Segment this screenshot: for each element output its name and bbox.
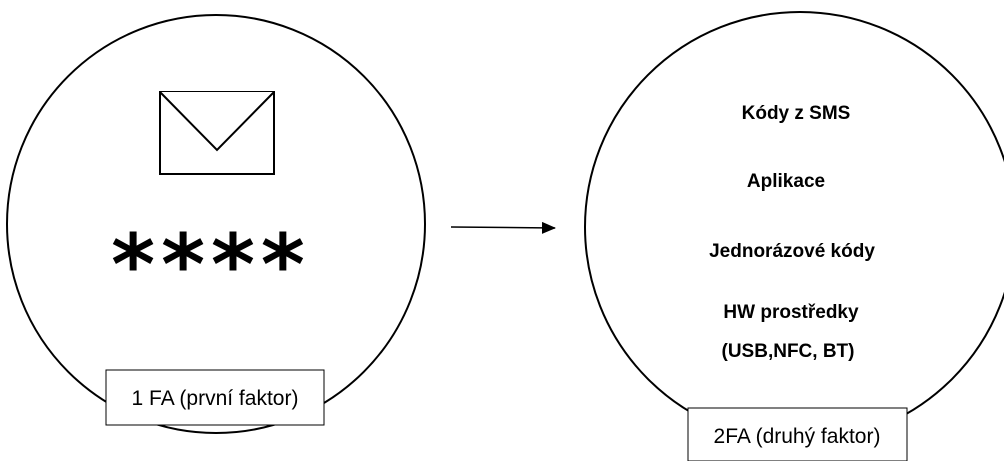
item-one-time-codes: Jednorázové kódy bbox=[709, 241, 875, 262]
item-hw-devices: HW prostředky bbox=[723, 302, 859, 323]
first-factor-group: **** 1 FA (první faktor) bbox=[6, 14, 426, 434]
item-hw-interfaces: (USB,NFC, BT) bbox=[722, 341, 855, 362]
item-sms-codes: Kódy z SMS bbox=[742, 103, 851, 124]
second-factor-circle bbox=[584, 11, 1004, 443]
second-factor-label-box bbox=[687, 407, 908, 461]
item-application: Aplikace bbox=[747, 171, 825, 192]
second-factor-label: 2FA (druhý faktor) bbox=[714, 425, 881, 448]
envelope-icon bbox=[159, 91, 275, 175]
second-factor-group: Kódy z SMS Aplikace Jednorázové kódy HW … bbox=[584, 11, 1004, 461]
first-factor-label-box bbox=[105, 369, 325, 426]
first-factor-circle bbox=[6, 14, 426, 434]
password-mask: **** bbox=[111, 216, 311, 314]
arrow-right-icon bbox=[450, 221, 556, 234]
first-factor-label: 1 FA (první faktor) bbox=[132, 387, 299, 410]
